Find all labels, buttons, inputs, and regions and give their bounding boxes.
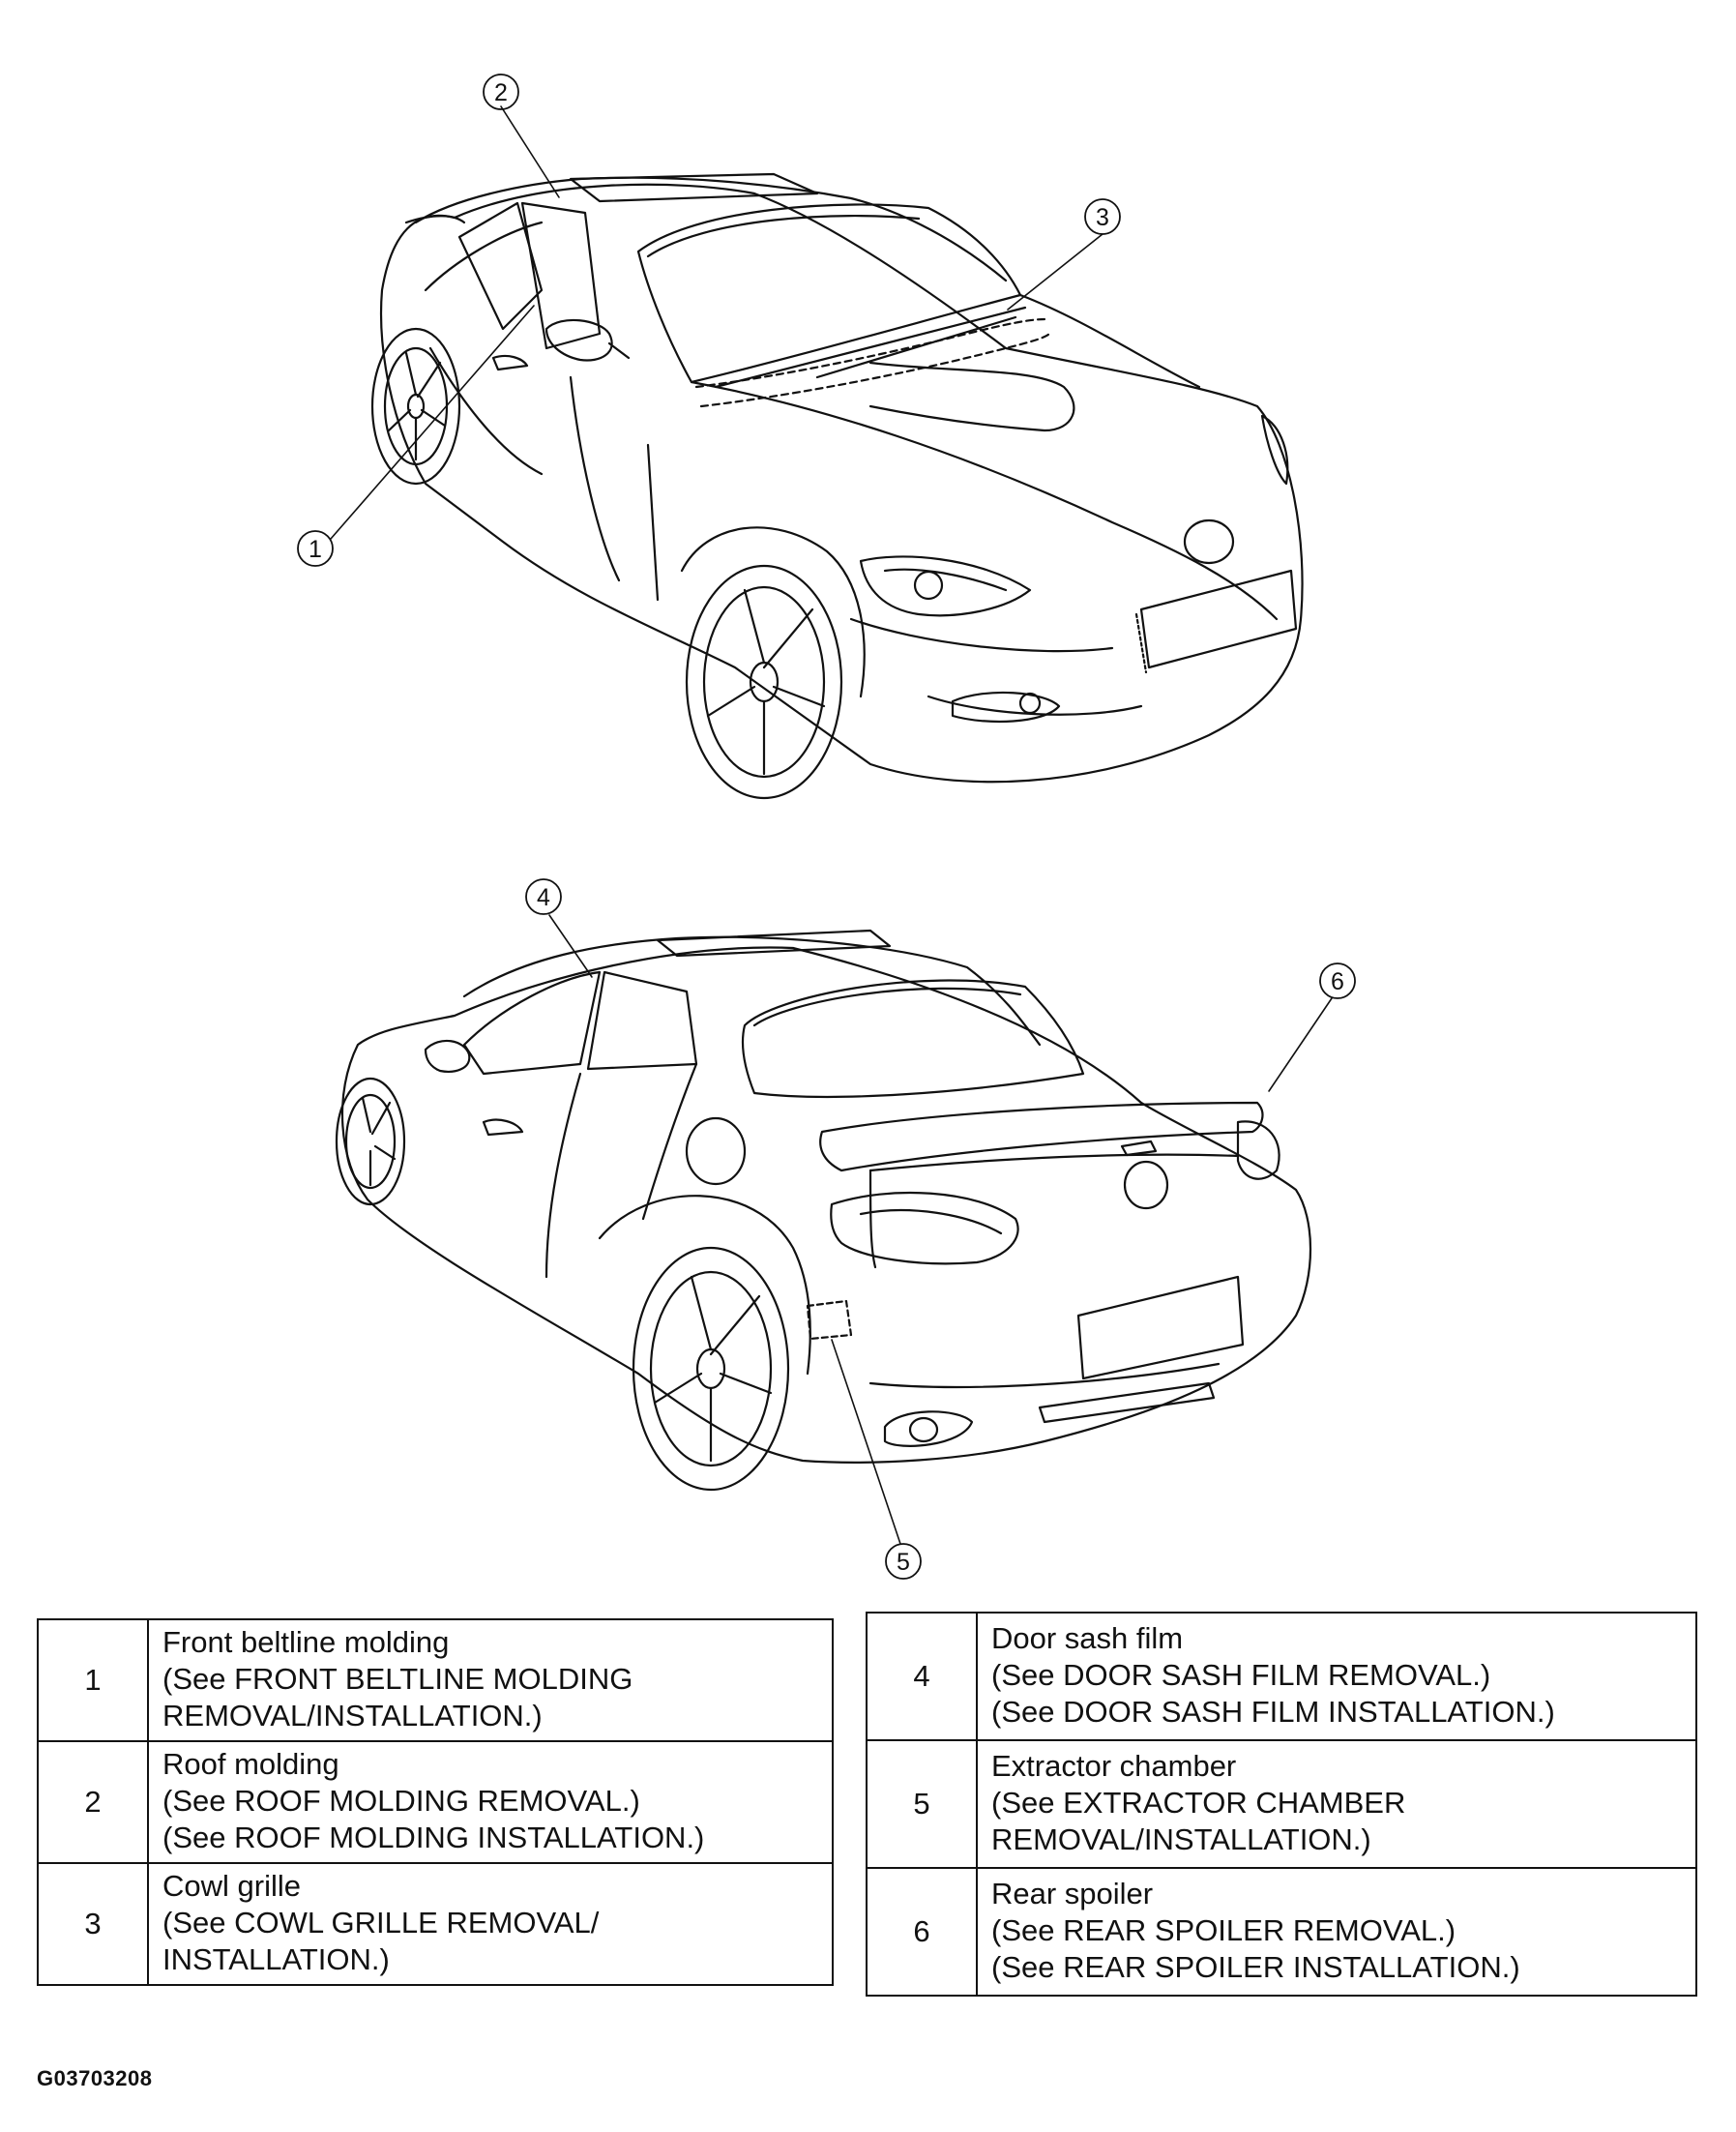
legend-line: (See COWL GRILLE REMOVAL/	[162, 1906, 600, 1940]
legend-line: Door sash film	[991, 1621, 1184, 1655]
callout-leaders	[330, 105, 1333, 1545]
legend-table-right: 4 Door sash film (See DOOR SASH FILM REM…	[866, 1612, 1697, 1997]
callout-circle-3	[1084, 198, 1121, 235]
callout-circle-1	[297, 530, 334, 567]
legend-description: Door sash film (See DOOR SASH FILM REMOV…	[976, 1612, 1697, 1741]
legend-line: Rear spoiler	[991, 1877, 1154, 1910]
legend-number: 1	[37, 1618, 149, 1742]
legend-line: Extractor chamber	[991, 1749, 1237, 1783]
legend-line: (See DOOR SASH FILM INSTALLATION.)	[991, 1695, 1555, 1729]
legend-number: 6	[866, 1867, 978, 1997]
callout-label-3: 3	[1096, 204, 1109, 231]
legend-number: 2	[37, 1740, 149, 1864]
callout-label-6: 6	[1331, 968, 1344, 995]
legend-line: Cowl grille	[162, 1869, 301, 1903]
legend-line: (See REAR SPOILER INSTALLATION.)	[991, 1950, 1520, 1984]
callout-circle-5	[885, 1543, 922, 1580]
callout-label-1: 1	[309, 536, 322, 563]
callout-numbers: 1 2 3 4 5 6	[309, 79, 1344, 1576]
legend-description: Front beltline molding (See FRONT BELTLI…	[147, 1618, 834, 1742]
legend-line: (See DOOR SASH FILM REMOVAL.)	[991, 1658, 1491, 1692]
legend-row: 3 Cowl grille (See COWL GRILLE REMOVAL/ …	[37, 1862, 834, 1986]
legend-line: (See EXTRACTOR CHAMBER	[991, 1786, 1406, 1820]
callout-circle-6	[1319, 962, 1356, 999]
legend-row: 5 Extractor chamber (See EXTRACTOR CHAMB…	[866, 1739, 1697, 1869]
legend-line: Roof molding	[162, 1747, 339, 1781]
legend-description: Extractor chamber (See EXTRACTOR CHAMBER…	[976, 1739, 1697, 1869]
legend-line: REMOVAL/INSTALLATION.)	[162, 1699, 543, 1732]
legend-number: 5	[866, 1739, 978, 1869]
legend-row: 2 Roof molding (See ROOF MOLDING REMOVAL…	[37, 1740, 834, 1864]
legend-line: (See FRONT BELTLINE MOLDING	[162, 1662, 633, 1696]
legend-row: 1 Front beltline molding (See FRONT BELT…	[37, 1618, 834, 1742]
legend-line: (See ROOF MOLDING INSTALLATION.)	[162, 1821, 705, 1854]
callout-label-2: 2	[494, 79, 508, 106]
callout-label-5: 5	[897, 1549, 910, 1576]
legend-line: INSTALLATION.)	[162, 1942, 390, 1976]
legend-line: (See ROOF MOLDING REMOVAL.)	[162, 1784, 640, 1818]
callout-circle-4	[525, 878, 562, 915]
car-illustration: 1 2 3 4 5 6	[297, 74, 1356, 1580]
legend-description: Cowl grille (See COWL GRILLE REMOVAL/ IN…	[147, 1862, 834, 1986]
legend-row: 4 Door sash film (See DOOR SASH FILM REM…	[866, 1612, 1697, 1741]
front-view-car	[370, 172, 1304, 800]
legend-description: Roof molding (See ROOF MOLDING REMOVAL.)…	[147, 1740, 834, 1864]
legend-number: 4	[866, 1612, 978, 1741]
legend-description: Rear spoiler (See REAR SPOILER REMOVAL.)…	[976, 1867, 1697, 1997]
callout-circle-2	[483, 74, 519, 110]
legend-row: 6 Rear spoiler (See REAR SPOILER REMOVAL…	[866, 1867, 1697, 1997]
legend-line: Front beltline molding	[162, 1625, 450, 1659]
callout-label-4: 4	[537, 884, 550, 911]
legend-line: (See REAR SPOILER REMOVAL.)	[991, 1913, 1456, 1947]
rear-view-car	[335, 929, 1312, 1492]
figure-code: G03703208	[37, 2066, 153, 2090]
legend-number: 3	[37, 1862, 149, 1986]
callout-circles	[297, 74, 1356, 1580]
legend-line: REMOVAL/INSTALLATION.)	[991, 1822, 1371, 1856]
legend-table-left: 1 Front beltline molding (See FRONT BELT…	[37, 1618, 834, 1986]
